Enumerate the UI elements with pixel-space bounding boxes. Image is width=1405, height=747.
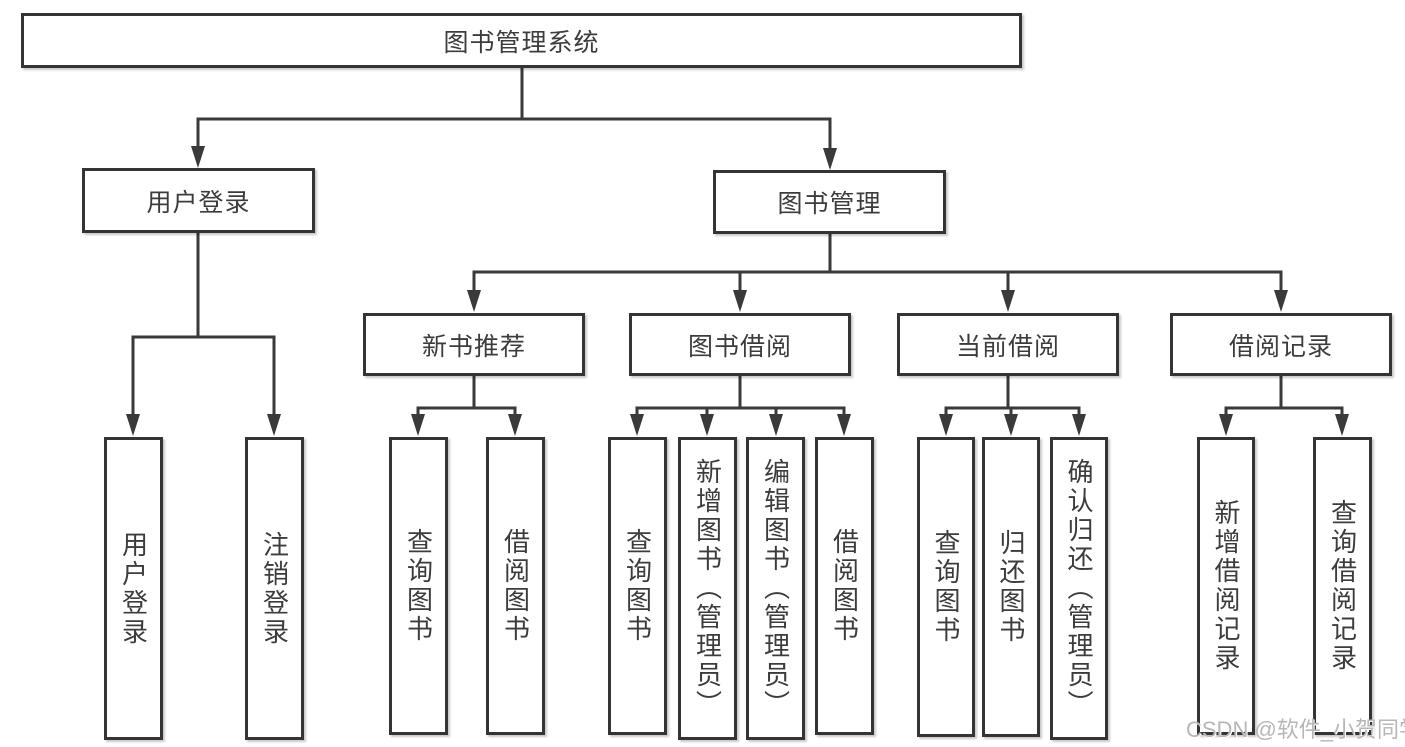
edge-book-management-children — [467, 233, 1288, 312]
node-new-book-recommend: 新书推荐 — [363, 313, 585, 376]
node-records-add-record-label: 新增借阅记录 — [1211, 499, 1241, 673]
node-recommend-borrow-book-label: 借阅图书 — [500, 528, 531, 644]
node-book-borrow: 图书借阅 — [629, 313, 851, 376]
node-login-label: 用户登录 — [118, 530, 149, 647]
node-recommend-borrow-book: 借阅图书 — [486, 437, 545, 735]
node-root-label: 图书管理系统 — [443, 28, 600, 57]
node-book-management: 图书管理 — [713, 170, 946, 234]
node-root: 图书管理系统 — [21, 13, 1022, 68]
node-logout: 注销登录 — [245, 437, 304, 740]
edge-root-to-level2 — [191, 67, 837, 170]
node-borrow-add-book: 新增图书（管理员） — [678, 437, 737, 740]
node-records-query-record-label: 查询借阅记录 — [1327, 499, 1358, 673]
node-current-return-book: 归还图书 — [982, 437, 1040, 737]
node-current-borrow: 当前借阅 — [897, 313, 1119, 376]
node-recommend-query-book-label: 查询图书 — [403, 528, 434, 644]
edge-book-borrow-children — [630, 375, 851, 436]
node-borrow-query-book-label: 查询图书 — [622, 528, 653, 644]
node-user-login-label: 用户登录 — [146, 188, 251, 217]
node-borrow-borrow-book-label: 借阅图书 — [829, 528, 860, 644]
node-recommend-query-book: 查询图书 — [389, 437, 448, 735]
node-borrow-records-label: 借阅记录 — [1228, 332, 1333, 361]
node-user-login: 用户登录 — [82, 168, 315, 233]
csdn-watermark: CSDN @软件_小贺同学 — [1186, 717, 1405, 742]
node-borrow-borrow-book: 借阅图书 — [815, 437, 874, 735]
edge-current-borrow-children — [939, 375, 1086, 436]
node-new-book-recommend-label: 新书推荐 — [421, 332, 526, 361]
node-records-query-record: 查询借阅记录 — [1313, 437, 1372, 735]
edge-borrow-records-children — [1219, 375, 1349, 436]
node-logout-label: 注销登录 — [259, 530, 290, 647]
node-records-add-record: 新增借阅记录 — [1197, 437, 1255, 735]
edge-new-book-recommend-children — [411, 375, 522, 436]
node-current-return-book-label: 归还图书 — [996, 529, 1026, 645]
node-current-query-book: 查询图书 — [917, 437, 975, 737]
node-current-confirm-return: 确认归还（管理员） — [1050, 437, 1108, 740]
node-borrow-add-book-label: 新增图书（管理员） — [692, 458, 723, 719]
node-borrow-edit-book: 编辑图书（管理员） — [746, 437, 805, 740]
node-borrow-records: 借阅记录 — [1170, 313, 1392, 376]
node-borrow-query-book: 查询图书 — [608, 437, 667, 735]
node-login: 用户登录 — [104, 437, 163, 740]
node-current-confirm-return-label: 确认归还（管理员） — [1064, 458, 1094, 719]
node-book-borrow-label: 图书借阅 — [687, 332, 792, 361]
node-current-query-book-label: 查询图书 — [931, 529, 961, 645]
node-book-management-label: 图书管理 — [777, 190, 882, 218]
node-current-borrow-label: 当前借阅 — [955, 332, 1060, 361]
node-borrow-edit-book-label: 编辑图书（管理员） — [760, 458, 791, 719]
edge-user-login-children — [126, 232, 281, 436]
